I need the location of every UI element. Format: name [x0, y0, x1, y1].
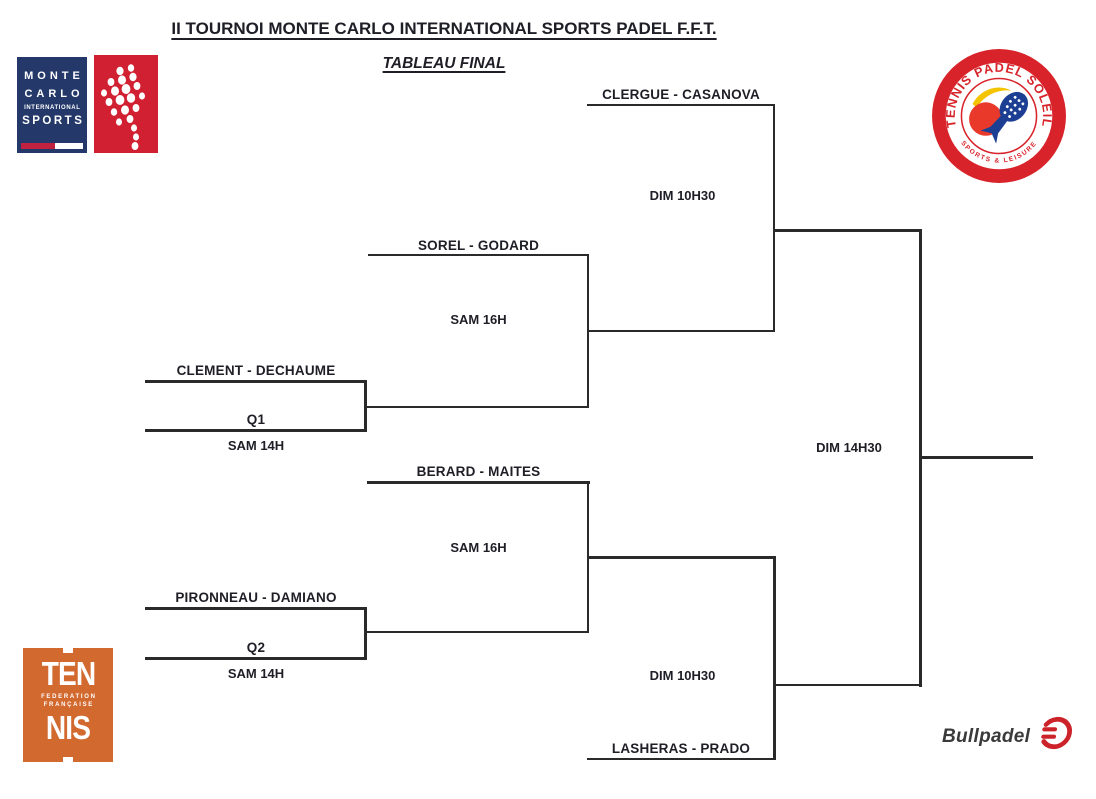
mcis-flag-stripe [20, 142, 84, 150]
round2-top-time-label: SAM 16H [450, 312, 507, 327]
bullpadel-wordmark: Bullpadel [942, 726, 1031, 747]
fft-notch-top [63, 648, 73, 653]
q1-label: Q1 [246, 412, 266, 427]
mcis-text-sports: SPORTS [22, 115, 85, 127]
page-title-text: II TOURNOI MONTE CARLO INTERNATIONAL SPO… [171, 19, 717, 38]
mcis-blue-panel: MONTE CARLO INTERNATIONAL SPORTS [17, 57, 87, 153]
semi-top-time-label: DIM 10H30 [649, 188, 716, 203]
team-pironneau-damiano: PIRONNEAU - DAMIANO [175, 590, 337, 605]
fft-text-federation: FEDERATION [41, 694, 97, 701]
q2-time-label: SAM 14H [227, 666, 285, 681]
semi-top-connector [773, 104, 775, 332]
q1-time-label: SAM 14H [227, 438, 285, 453]
q1-winner-line [366, 406, 589, 408]
clergue-slot-line [587, 104, 775, 106]
mcis-text-international: INTERNATIONAL [24, 105, 81, 111]
q2-slot-line [145, 657, 367, 660]
page-title: II TOURNOI MONTE CARLO INTERNATIONAL SPO… [0, 19, 888, 39]
round2-bottom-time-label: SAM 16H [450, 540, 507, 555]
champion-line [919, 456, 1033, 459]
round2-top-winner-line [587, 330, 775, 332]
q1-slot-line [145, 429, 367, 432]
final-time-label: DIM 14H30 [816, 440, 882, 455]
semi-bottom-connector [773, 556, 776, 760]
sorel-slot-line [368, 254, 589, 256]
semi-bottom-time-label: DIM 10H30 [649, 668, 716, 683]
q1-connector [364, 380, 367, 432]
tps-racket [980, 91, 1029, 144]
fft-text-ten: TEN [41, 655, 95, 692]
semi-top-winner-line [773, 229, 922, 232]
semi-bottom-winner-line [773, 684, 922, 686]
monte-carlo-international-sports-logo: MONTE CARLO INTERNATIONAL SPORTS [17, 55, 158, 155]
fft-tennis-logo: TEN FEDERATION FRANÇAISE NIS [23, 648, 113, 762]
mcis-text-carlo: CARLO [24, 88, 84, 100]
page-subtitle: TABLEAU FINAL [0, 55, 888, 73]
tps-center-graphic [969, 87, 1029, 144]
fft-notch-bottom [63, 757, 73, 762]
team-clement-dechaume: CLEMENT - DECHAUME [176, 363, 336, 378]
mcis-dots-emblem [101, 64, 145, 150]
mcis-text-monte: MONTE [24, 70, 84, 82]
tennis-padel-soleil-logo: TENNIS PADEL SOLEIL SPORTS & LEISURE [930, 47, 1068, 185]
pironneau-slot-line [145, 607, 367, 610]
round2-bottom-winner-line [587, 556, 775, 559]
mcis-red-panel [94, 55, 158, 153]
clement-slot-line [145, 380, 367, 383]
team-berard-maites: BERARD - MAITES [416, 464, 541, 479]
bullpadel-icon [1041, 716, 1072, 750]
q2-winner-line [366, 631, 589, 633]
q2-label: Q2 [246, 640, 266, 655]
team-lasheras-prado: LASHERAS - PRADO [611, 741, 751, 756]
q2-connector [364, 607, 367, 660]
bullpadel-logo: Bullpadel [942, 712, 1074, 760]
berard-slot-line [367, 481, 590, 484]
tennis-padel-soleil-emblem: TENNIS PADEL SOLEIL SPORTS & LEISURE [932, 49, 1066, 183]
lasheras-slot-line [587, 758, 775, 760]
page-subtitle-text: TABLEAU FINAL [382, 55, 506, 72]
team-sorel-godard: SOREL - GODARD [417, 238, 540, 253]
fft-text-francaise: FRANÇAISE [43, 702, 94, 709]
team-clergue-casanova: CLERGUE - CASANOVA [602, 87, 760, 102]
fft-text-nis: NIS [45, 709, 91, 747]
